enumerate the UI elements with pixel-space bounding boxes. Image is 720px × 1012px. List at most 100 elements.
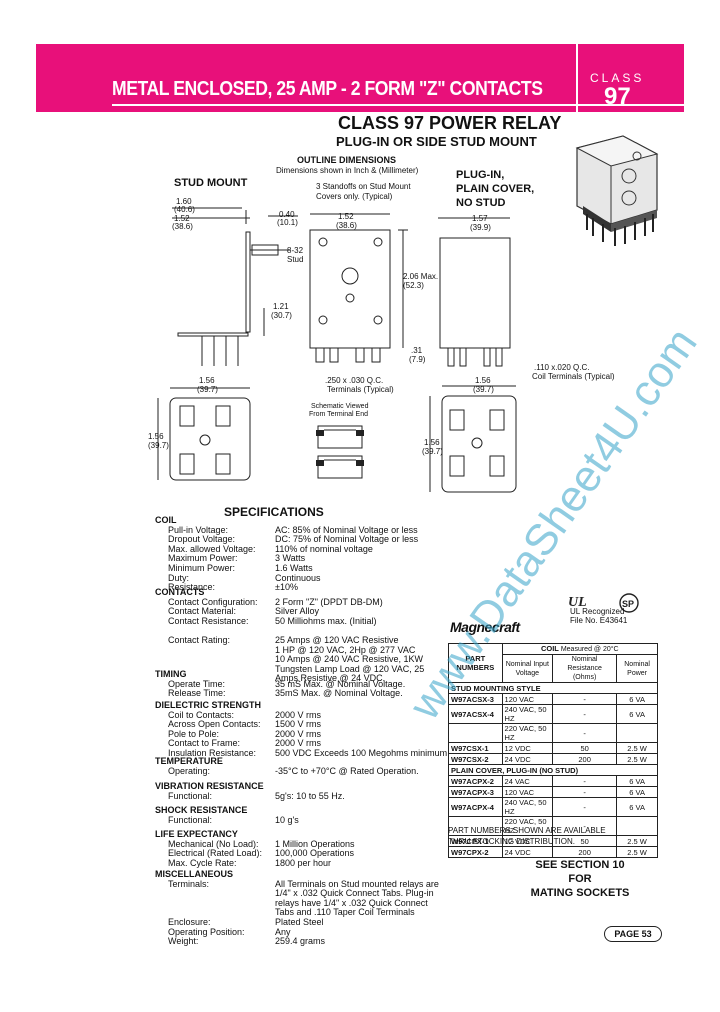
dim-031-mm: (7.9) bbox=[409, 355, 426, 364]
spec-section-heading: VIBRATION RESISTANCE bbox=[155, 781, 264, 791]
spec-label: Operate Time: bbox=[168, 678, 226, 689]
spec-value: 2000 V rms bbox=[275, 738, 322, 749]
table-cell: 24 VDC bbox=[501, 846, 554, 858]
spec-label: Maximum Power: bbox=[168, 553, 238, 564]
spec-label: Operating: bbox=[168, 765, 211, 776]
spec-label: Release Time: bbox=[168, 688, 226, 699]
spec-label: Terminals: bbox=[168, 878, 210, 889]
table-cell: W97CSX-1 bbox=[448, 742, 503, 754]
table-cell bbox=[616, 816, 658, 836]
dim-156b: 1.56 bbox=[475, 376, 491, 385]
spec-value: 10 Amps @ 240 VAC Resistive, 1KW bbox=[275, 654, 424, 665]
see-line-1: SEE SECTION 10 bbox=[535, 859, 625, 871]
spec-label: Mechanical (No Load): bbox=[168, 838, 259, 849]
see-line-3: MATING SOCKETS bbox=[530, 887, 630, 899]
spec-value: 100,000 Operations bbox=[275, 848, 355, 859]
spec-label: Contact Resistance: bbox=[168, 615, 249, 626]
svg-text:SP: SP bbox=[622, 599, 634, 609]
table-cell: 240 VAC, 50 HZ bbox=[501, 704, 554, 724]
dim-156c: 1.56 bbox=[148, 432, 164, 441]
dim-stud-2: Stud bbox=[287, 255, 304, 264]
table-cell: 200 bbox=[552, 753, 618, 765]
spec-value: Silver Alloy bbox=[275, 606, 320, 617]
table-cell: 6 VA bbox=[616, 704, 658, 724]
dim-206-mm: (52.3) bbox=[403, 281, 424, 290]
table-cell: - bbox=[552, 775, 618, 787]
spec-label: Dropout Voltage: bbox=[168, 534, 236, 545]
table-cell: 24 VAC bbox=[501, 775, 554, 787]
spec-label: Functional: bbox=[168, 790, 213, 801]
outline-heading: OUTLINE DIMENSIONS bbox=[297, 155, 397, 165]
dim-040: 0.40 bbox=[279, 210, 295, 219]
header-divider bbox=[576, 44, 578, 112]
table-cell: 12 VDC bbox=[501, 742, 554, 754]
spec-value: 1.6 Watts bbox=[275, 563, 313, 573]
col-part-numbers: PART NUMBERS bbox=[448, 643, 503, 683]
page-title: METAL ENCLOSED, 25 AMP - 2 FORM "Z" CONT… bbox=[112, 78, 543, 100]
table-cell: W97ACPX-3 bbox=[448, 786, 503, 798]
spec-value: 259.4 grams bbox=[275, 936, 326, 947]
specifications-heading: SPECIFICATIONS bbox=[224, 505, 324, 519]
spec-value: Continuous bbox=[275, 572, 321, 583]
col-resistance: Nominal Resistance (Ohms) bbox=[552, 654, 618, 683]
product-title: CLASS 97 POWER RELAY bbox=[338, 113, 562, 133]
dim-160-mm: (40.6) bbox=[174, 205, 195, 214]
spec-value: 1 HP @ 120 VAC, 2Hp @ 277 VAC bbox=[275, 644, 416, 655]
table-cell: 2.5 W bbox=[616, 753, 658, 765]
table-cell: 6 VA bbox=[616, 797, 658, 817]
class-number: 97 bbox=[604, 83, 631, 110]
table-row: 220 VAC, 50 HZ- bbox=[448, 816, 658, 836]
spec-value: -35°C to +70°C @ Rated Operation. bbox=[275, 765, 419, 776]
spec-value: All Terminals on Stud mounted relays are bbox=[275, 878, 439, 889]
dim-121: 1.21 bbox=[273, 302, 289, 311]
plugin-label-3: NO STUD bbox=[456, 197, 506, 209]
spec-value: relays have 1/4" x .032 Quick Connect bbox=[275, 897, 428, 908]
table-cell: W97ACPX-2 bbox=[448, 775, 503, 787]
spec-label: Max. allowed Voltage: bbox=[168, 543, 256, 554]
schematic-note: Schematic Viewed bbox=[311, 403, 369, 410]
spec-section-heading: COIL bbox=[155, 515, 177, 525]
table-cell: 50 bbox=[552, 742, 618, 754]
class-label: CLASS bbox=[590, 71, 645, 85]
dim-110: .110 x.020 Q.C. bbox=[534, 363, 590, 372]
table-group-label: PLAIN COVER, PLUG-IN (NO STUD) bbox=[448, 764, 658, 776]
table-cell: - bbox=[552, 797, 618, 817]
availability-note-1: PART NUMBERS SHOWN ARE AVAILABLE bbox=[448, 826, 606, 835]
dim-152b: 1.52 bbox=[338, 212, 354, 221]
relay-photo bbox=[575, 135, 659, 246]
spec-section-heading: MISCELLANEOUS bbox=[155, 869, 234, 879]
table-group-label: STUD MOUNTING STYLE bbox=[448, 682, 658, 694]
spec-label: Contact Material: bbox=[168, 606, 237, 617]
spec-section-heading: LIFE EXPECTANCY bbox=[155, 829, 238, 839]
dim-standoffs: 3 Standoffs on Stud Mount bbox=[316, 182, 411, 191]
spec-value: 1800 per hour bbox=[275, 857, 332, 868]
table-cell: 2.5 W bbox=[616, 742, 658, 754]
spec-label: Electrical (Rated Load): bbox=[168, 848, 263, 859]
col-input-voltage: Nominal Input Voltage bbox=[501, 654, 554, 683]
dim-152: 1.52 bbox=[174, 214, 190, 223]
spec-section-heading: TEMPERATURE bbox=[155, 756, 223, 766]
table-cell bbox=[448, 723, 503, 743]
table-cell: - bbox=[552, 723, 618, 743]
spec-value: 1 Million Operations bbox=[275, 838, 355, 849]
spec-label: Pull-in Voltage: bbox=[168, 524, 229, 535]
table-cell: 6 VA bbox=[616, 786, 658, 798]
product-subtitle: PLUG-IN OR SIDE STUD MOUNT bbox=[336, 134, 537, 149]
table-cell: 240 VAC, 50 HZ bbox=[501, 797, 554, 817]
table-cell: - bbox=[552, 704, 618, 724]
table-cell: 6 VA bbox=[616, 775, 658, 787]
header-underline bbox=[112, 104, 684, 106]
spec-value: 1/4" x .032 Quick Connect Tabs. Plug-in bbox=[275, 888, 434, 899]
ul-line-2: File No. E43641 bbox=[570, 616, 628, 625]
dim-156d-mm: (39.7) bbox=[422, 447, 443, 456]
csa-mark-icon: SP bbox=[619, 593, 639, 613]
spec-value: 110% of nominal voltage bbox=[275, 543, 373, 554]
part-number-table: PART NUMBERS COIL Measured @ 20°C Nomina… bbox=[448, 643, 659, 858]
dim-152b-mm: (38.6) bbox=[336, 221, 357, 230]
table-cell: W97ACPX-4 bbox=[448, 797, 503, 817]
spec-label: Minimum Power: bbox=[168, 563, 236, 573]
